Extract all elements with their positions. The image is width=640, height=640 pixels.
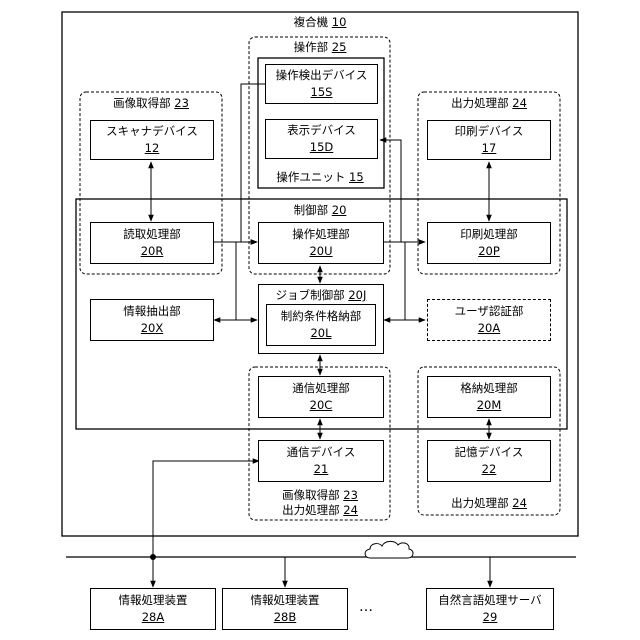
- cloud-icon: [365, 541, 413, 558]
- storage-processing-unit: 格納処理部 20M: [427, 376, 551, 418]
- constraint-storage-unit: 制約条件格納部 20L: [266, 304, 376, 346]
- operation-unit-label: 操作ユニット 15: [276, 170, 363, 184]
- output-bottom-label: 出力処理部 24: [451, 496, 527, 510]
- printer-device: 印刷デバイス 17: [427, 120, 551, 160]
- operation-section-label: 操作部 25: [294, 40, 347, 54]
- opdetect-opproc-link: [241, 84, 265, 242]
- commdev-network-link: [153, 461, 259, 557]
- control-label: 制御部 20: [294, 203, 347, 217]
- operation-processing-unit: 操作処理部 20U: [258, 222, 384, 264]
- read-processing-unit: 読取処理部 20R: [90, 222, 214, 264]
- external-device-28a: 情報処理装置 28A: [90, 588, 216, 630]
- output-top-label: 出力処理部 24: [451, 96, 527, 110]
- comm-group-label: 画像取得部 23 出力処理部 24: [282, 488, 358, 518]
- print-processing-unit: 印刷処理部 20P: [427, 222, 551, 264]
- user-auth-unit: ユーザ認証部 20A: [427, 299, 551, 341]
- mfp-title: 複合機 10: [294, 15, 347, 29]
- image-acq-top-label: 画像取得部 23: [113, 96, 189, 110]
- scanner-device: スキャナデバイス 12: [90, 120, 214, 160]
- ellipsis-label: …: [359, 600, 373, 614]
- external-device-29: 自然言語処理サーバ 29: [426, 588, 554, 630]
- external-device-28b: 情報処理装置 28B: [222, 588, 348, 630]
- memory-device: 記憶デバイス 22: [427, 440, 551, 482]
- display-device: 表示デバイス 15D: [265, 119, 378, 159]
- info-extraction-unit: 情報抽出部 20X: [90, 299, 214, 341]
- operation-detect-device: 操作検出デバイス 15S: [265, 64, 378, 104]
- comm-processing-unit: 通信処理部 20C: [258, 376, 384, 418]
- comm-device: 通信デバイス 21: [258, 440, 384, 482]
